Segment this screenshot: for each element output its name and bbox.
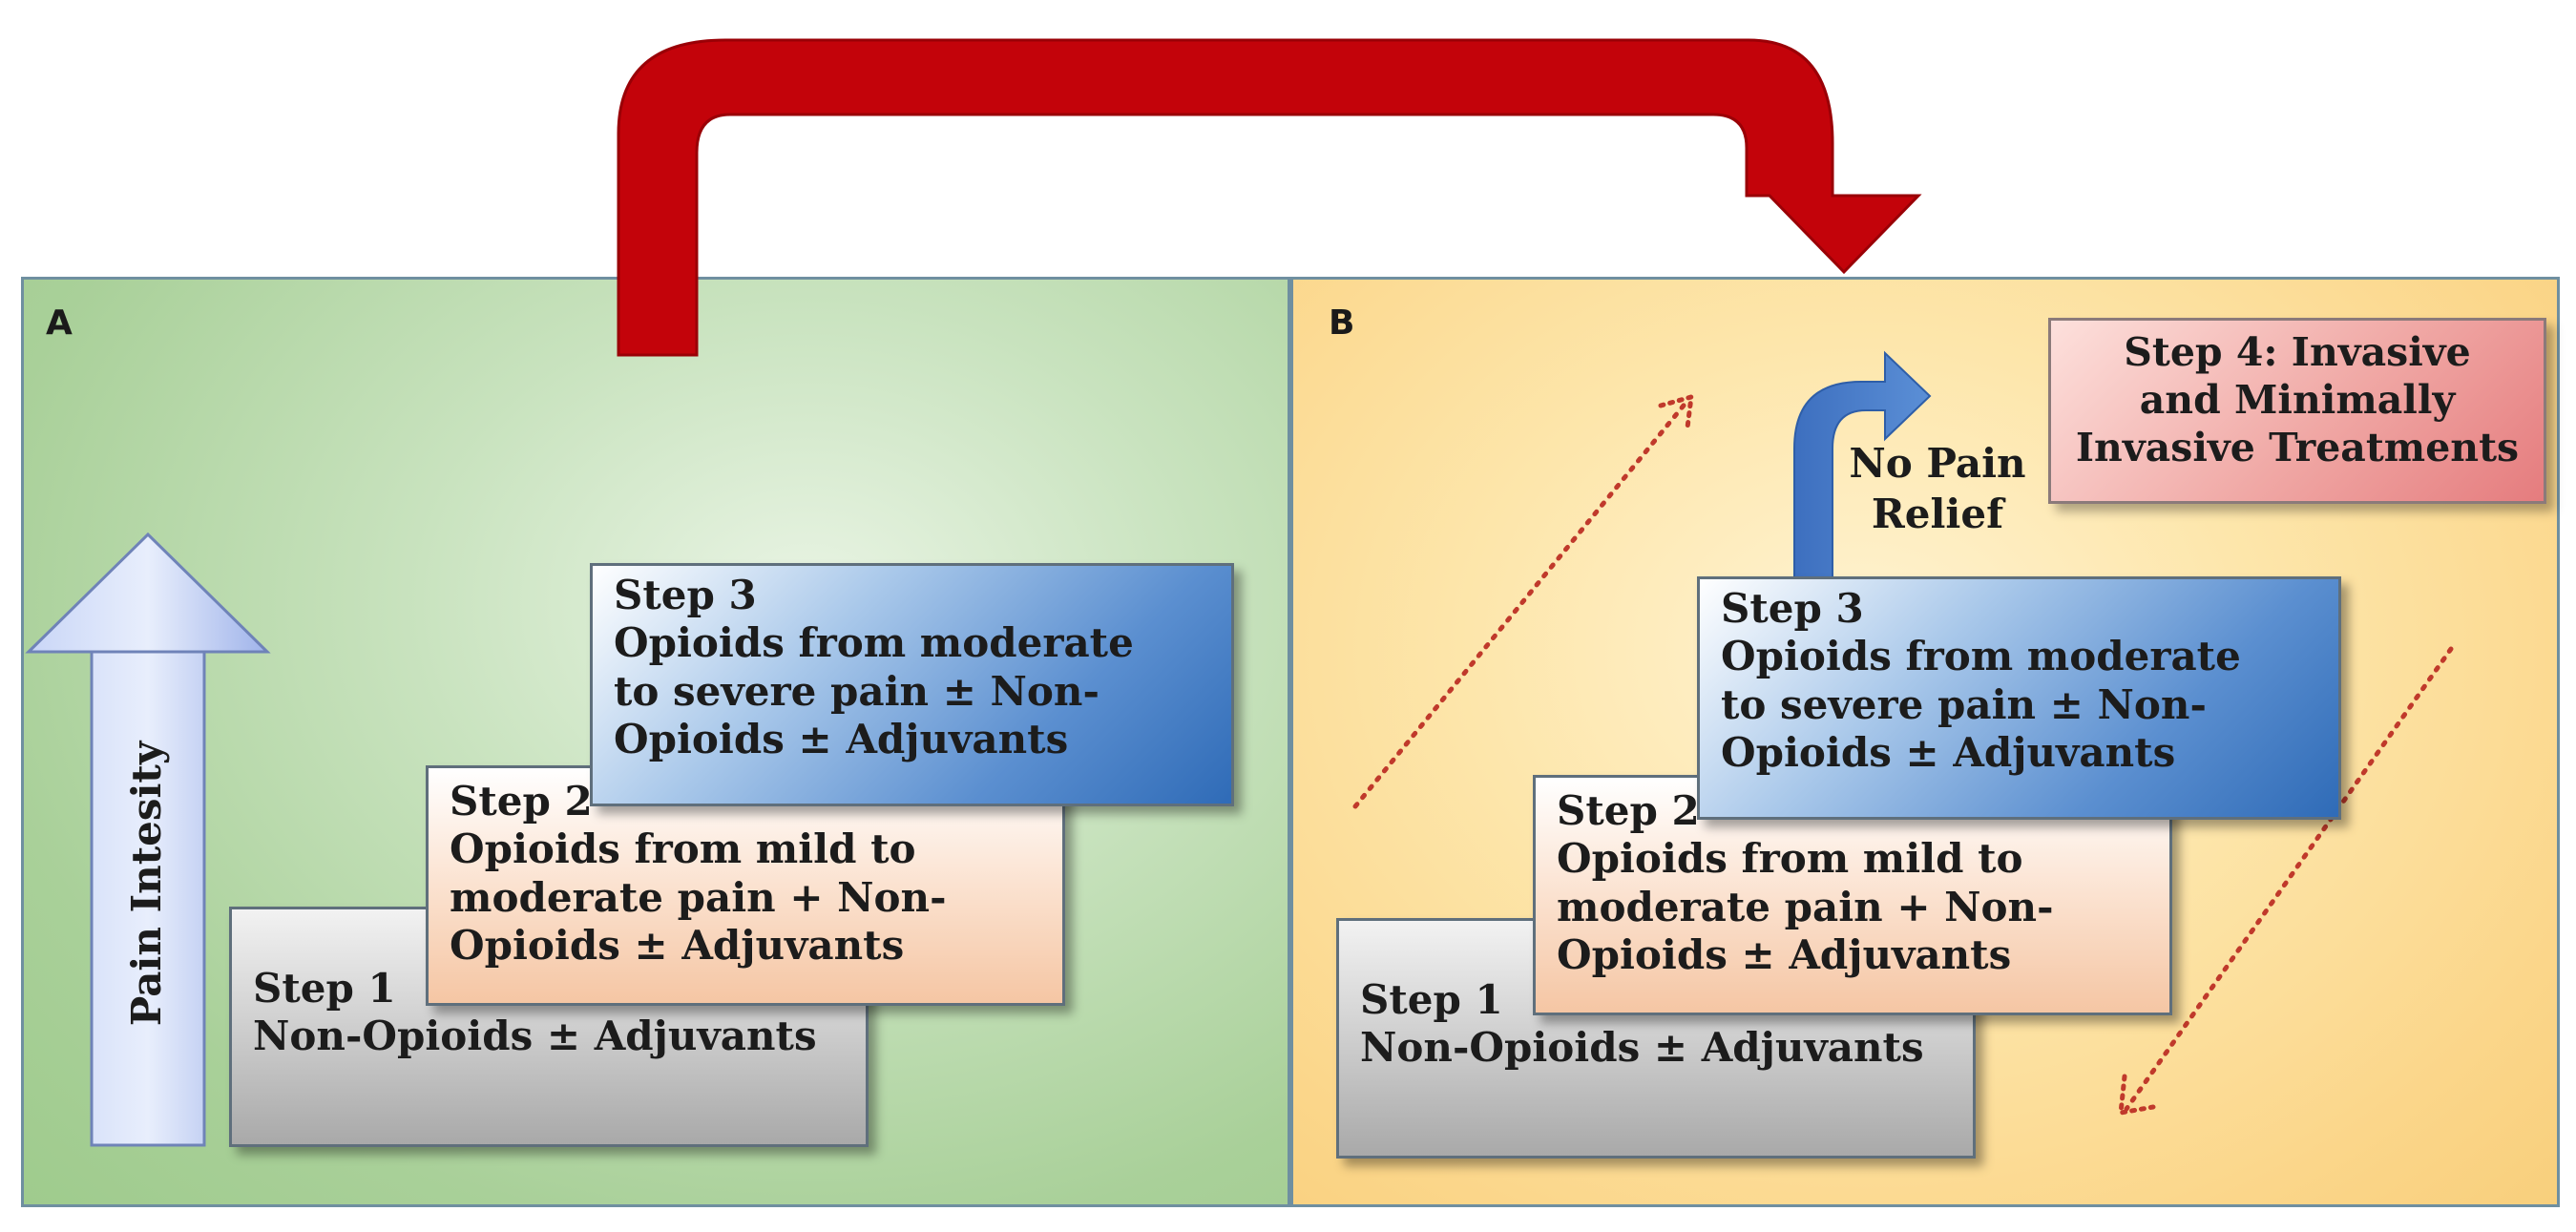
- relief-arrow-icon: [1793, 350, 1932, 581]
- panel-a-step-1-title: Step 1: [253, 965, 396, 1012]
- curved-arrow-icon: [617, 38, 1922, 357]
- panel-b-step-2-line1: Opioids from mild to: [1557, 835, 2023, 883]
- panel-b-step-1-title: Step 1: [1360, 976, 1503, 1023]
- panel-b-step-3-line3: Opioids ± Adjuvants: [1721, 729, 2176, 777]
- panel-b-step-2-line3: Opioids ± Adjuvants: [1557, 931, 2012, 979]
- dotted-arrow-down-icon: [2118, 646, 2454, 1117]
- panel-b-step-3-line2: to severe pain ± Non-: [1721, 680, 2207, 728]
- panel-b-step-2-line2: moderate pain + Non-: [1557, 883, 2054, 930]
- step-4-line3: Invasive Treatments: [2075, 425, 2520, 471]
- step-4-line1: Step 4: Invasive: [2124, 329, 2471, 375]
- no-pain-relief-line1: No Pain: [1849, 440, 2026, 487]
- panel-b-step-3: Step 3 Opioids from moderate to severe p…: [1697, 576, 2341, 820]
- pain-intensity-arrow-icon: [25, 532, 271, 1147]
- step-4-box: Step 4: Invasive and Minimally Invasive …: [2048, 318, 2546, 504]
- panel-a-step-3-line3: Opioids ± Adjuvants: [614, 716, 1069, 763]
- panel-a-step-1-line1: Non-Opioids ± Adjuvants: [253, 1013, 817, 1060]
- panel-b-step-3-title: Step 3: [1721, 585, 1864, 632]
- no-pain-relief-line2: Relief: [1871, 490, 2004, 537]
- panel-b-step-1-line1: Non-Opioids ± Adjuvants: [1360, 1024, 1924, 1072]
- panel-a-step-2-line2: moderate pain + Non-: [450, 873, 947, 921]
- panel-a-step-3-line1: Opioids from moderate: [614, 619, 1134, 667]
- pain-intensity-label: Pain Intesity: [123, 741, 170, 1027]
- panel-a-step-2-line3: Opioids ± Adjuvants: [450, 922, 905, 970]
- panel-a-step-3-title: Step 3: [614, 572, 757, 618]
- panel-a-step-2-title: Step 2: [450, 778, 593, 825]
- panel-a-step-3-line2: to severe pain ± Non-: [614, 667, 1100, 715]
- step-4-line2: and Minimally: [2139, 377, 2456, 424]
- dotted-arrow-up-icon: [1352, 393, 1694, 809]
- panel-a-label: A: [46, 303, 73, 343]
- panel-b-label: B: [1329, 303, 1355, 343]
- panel-b-step-2-title: Step 2: [1557, 787, 1700, 834]
- panel-b-step-3-line1: Opioids from moderate: [1721, 633, 2241, 680]
- panel-a-step-3: Step 3 Opioids from moderate to severe p…: [590, 563, 1234, 806]
- panel-a-step-2-line1: Opioids from mild to: [450, 825, 916, 873]
- no-pain-relief-label: No Pain Relief: [1818, 439, 2057, 539]
